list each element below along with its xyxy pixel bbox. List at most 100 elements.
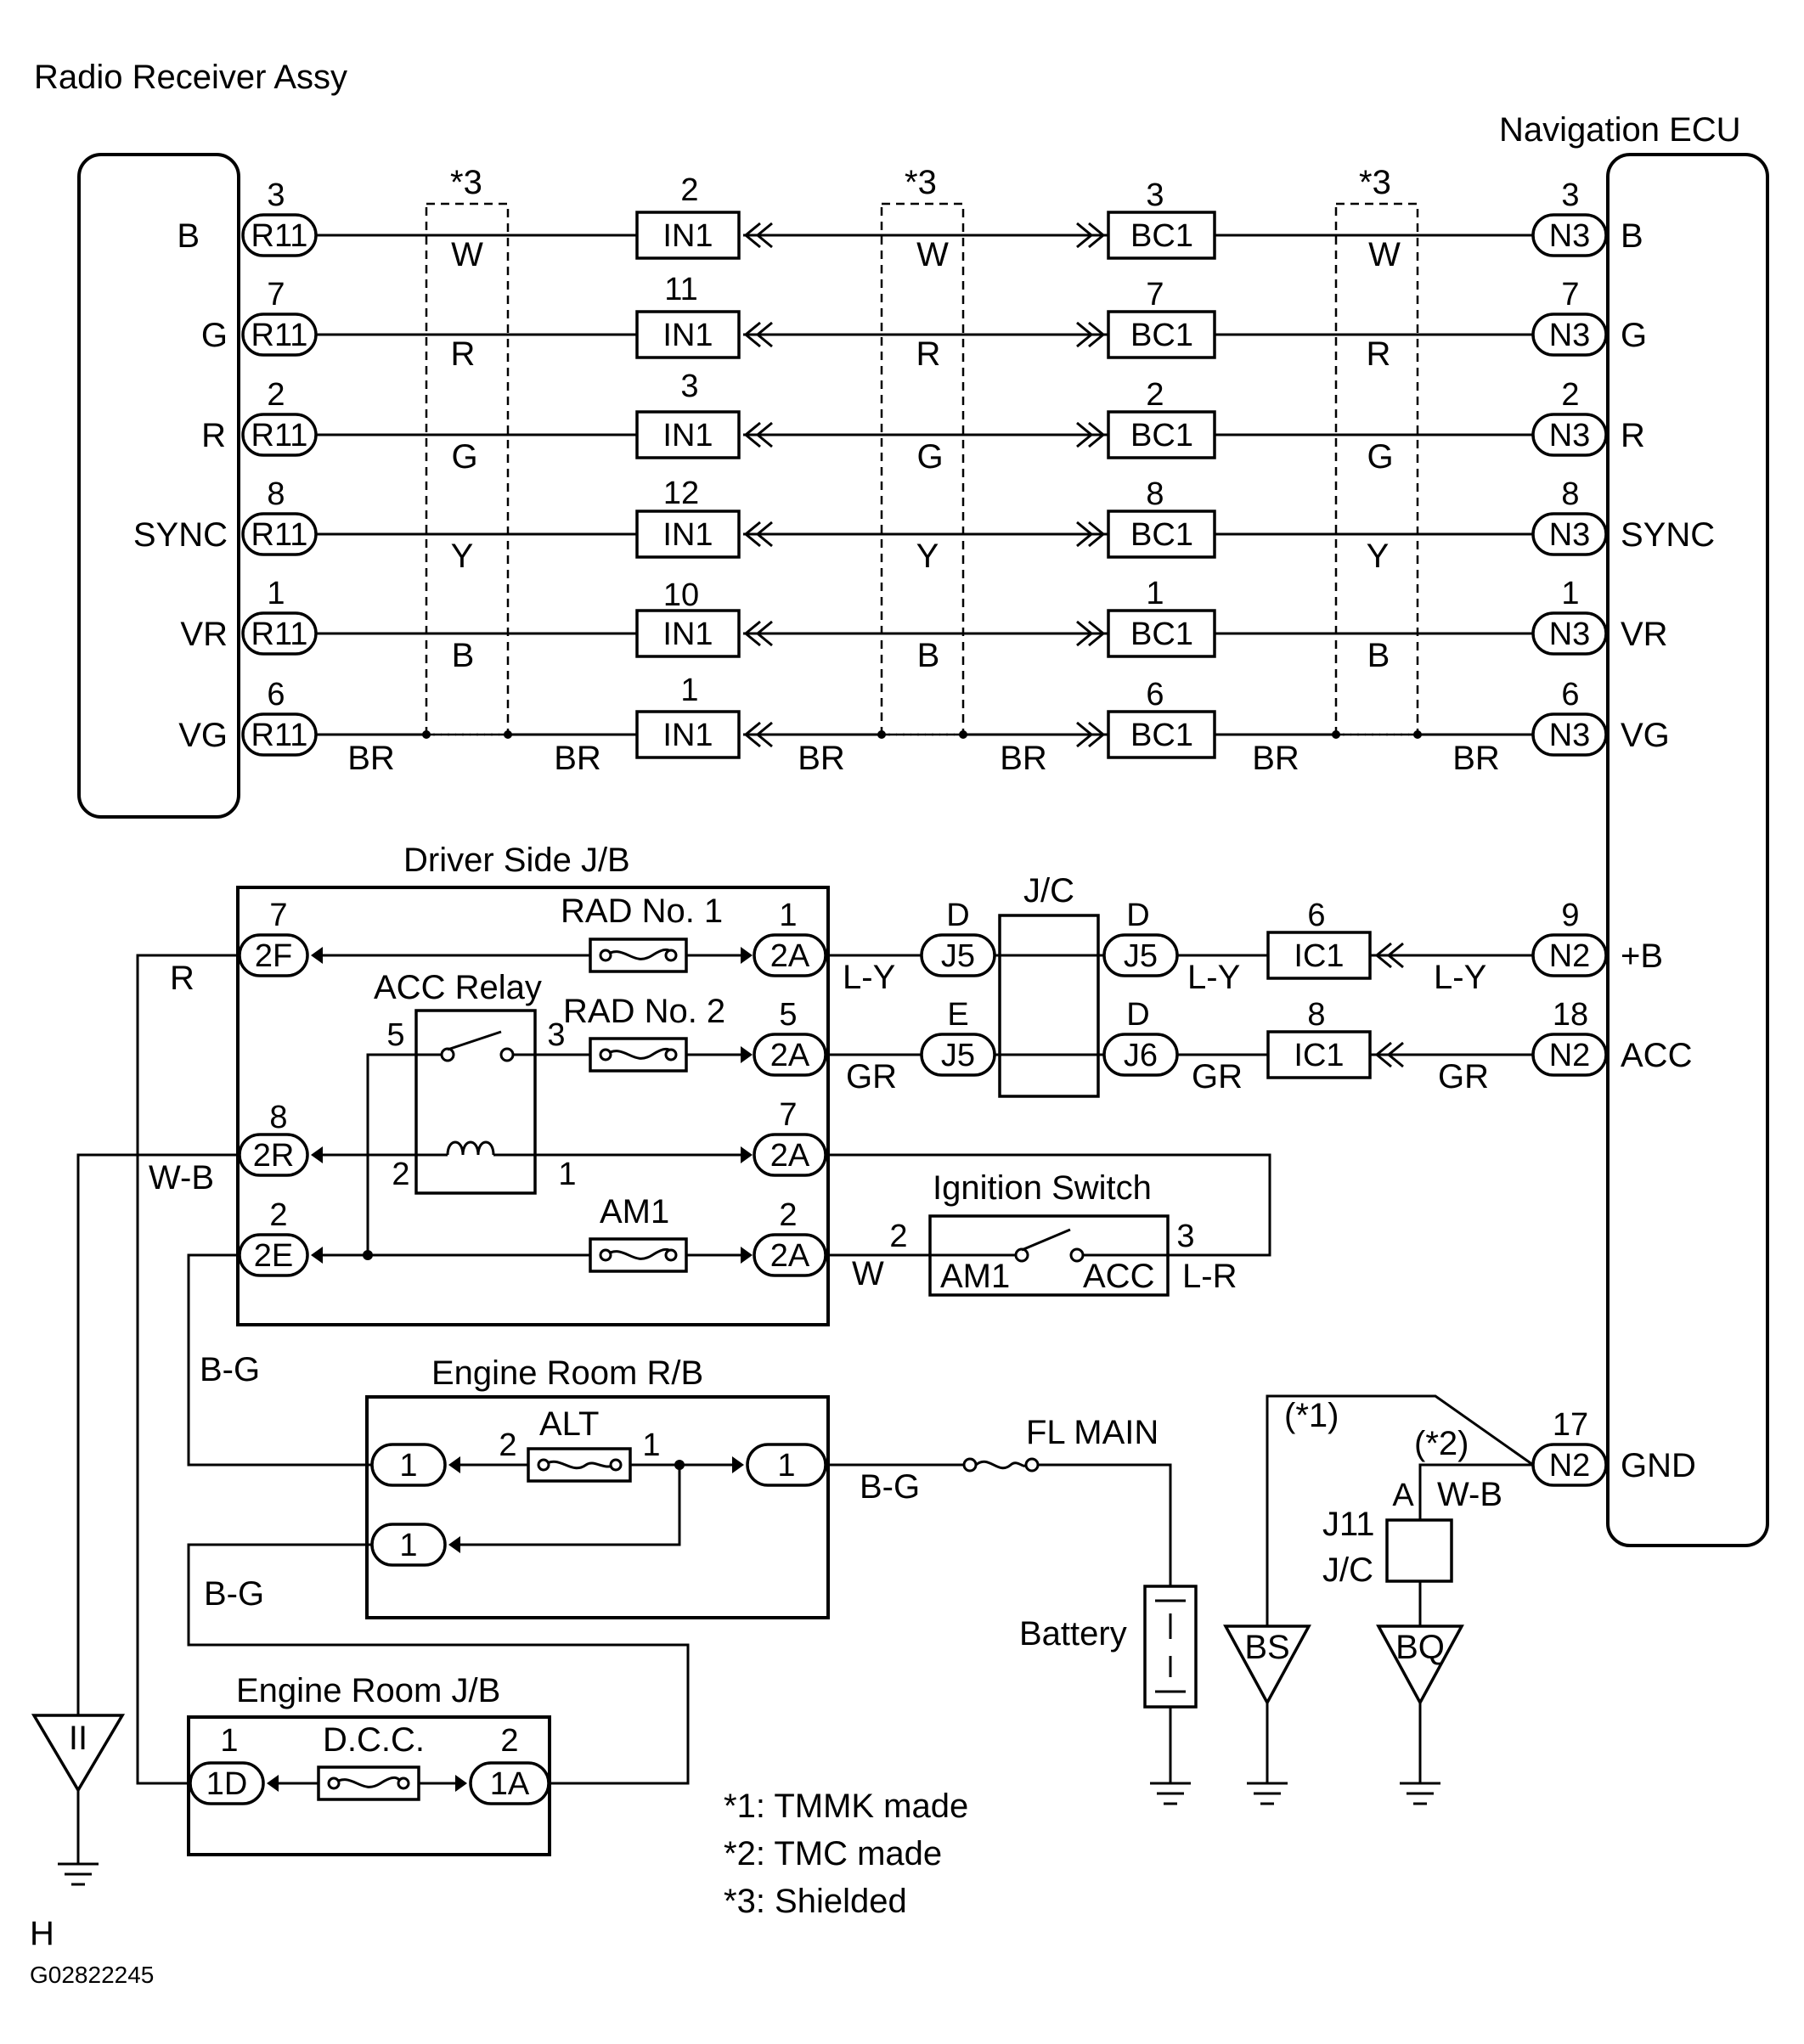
shield-label-1: *3 (450, 164, 482, 201)
ground-bs-label: BS (1244, 1629, 1289, 1666)
rad-no2-label: RAD No. 2 (563, 993, 725, 1030)
conn-1a: 1A (490, 1766, 530, 1802)
wire-color: BR (1000, 740, 1047, 777)
in1-pin: 2 (680, 172, 698, 208)
in1-connector: IN1 (662, 318, 713, 353)
conn-2f: 2F (255, 938, 292, 974)
r11-connector: R11 (251, 517, 308, 553)
left-terminal-r: R (201, 417, 226, 454)
wire-color: BR (1252, 740, 1299, 777)
n3-connector: N3 (1549, 718, 1591, 753)
in1-connector: IN1 (662, 517, 713, 553)
wire-color: W (451, 236, 483, 273)
bc1-connector: BC1 (1130, 617, 1193, 652)
bc1-connector: BC1 (1130, 418, 1193, 453)
wire-color: B (452, 637, 475, 674)
ign-term-am1: AM1 (940, 1258, 1010, 1295)
wire-w-label: W (852, 1255, 884, 1292)
n3-connector: N3 (1549, 218, 1591, 254)
wire-color: BR (1452, 740, 1500, 777)
jc-section: J/C D J5 E J5 D J5 D J6 L-Y GR 6 IC1 8 I… (920, 872, 1692, 1098)
navigation-ecu-title: Navigation ECU (1499, 111, 1741, 149)
bc1-connector: BC1 (1130, 517, 1193, 553)
right-terminal-g: G (1621, 317, 1647, 354)
wire-color: R (916, 335, 941, 373)
wire-gr-label: GR (1192, 1058, 1243, 1095)
wire-lr-label: L-R (1182, 1258, 1237, 1295)
notes: *1: TMMK made *2: TMC made *3: Shielded (724, 1788, 968, 1920)
bc1-pin: 6 (1146, 677, 1164, 712)
radio-receiver-title: Radio Receiver Assy (34, 59, 347, 96)
n3-connector: N3 (1549, 418, 1591, 453)
note-line-2: *2: TMC made (724, 1835, 942, 1872)
wire-bg-label: B-G (204, 1575, 264, 1613)
bc1-pin: 8 (1146, 476, 1164, 512)
pin-2r: 8 (269, 1100, 287, 1135)
wire-color: G (916, 438, 943, 476)
left-terminal-vr: VR (180, 616, 228, 653)
ecu-term-plus-b: +B (1621, 938, 1663, 975)
signal-row-sync: SYNC 8 R11 Y 12 IN1 Y 8 BC1 Y 8 N3 SYNC (133, 476, 1715, 575)
pin-2a-7: 7 (779, 1097, 797, 1133)
ground-ii: II (31, 1714, 126, 1886)
dcc-pin-1: 1 (220, 1723, 238, 1759)
engine-room-rb: Engine Room R/B 1 1 1 ALT 2 1 (365, 1354, 830, 1619)
n3-connector: N3 (1549, 318, 1591, 353)
note-tmc-ref: (*2) (1414, 1425, 1469, 1462)
ecu-term-acc: ACC (1621, 1037, 1692, 1074)
n2-pin-17: 17 (1553, 1407, 1588, 1443)
engine-room-jb-title: Engine Room J/B (236, 1672, 500, 1709)
acc-relay-label: ACC Relay (374, 969, 542, 1006)
battery-label: Battery (1019, 1615, 1127, 1653)
j11-pin-a: A (1392, 1478, 1414, 1513)
radio-receiver-body (77, 153, 240, 819)
in1-pin: 11 (664, 272, 697, 307)
conn-2a: 2A (770, 1038, 810, 1073)
bg-wire-to-jb: B-G (187, 1543, 690, 1785)
engine-room-rb-title: Engine Room R/B (431, 1354, 703, 1392)
signal-row-vg: VG 6 R11 BR BR 1 IN1 BR BR 6 BC1 BR BR 6… (178, 673, 1670, 777)
conn-2a: 2A (770, 938, 810, 974)
alt-pin-2: 2 (499, 1427, 516, 1463)
wire-color: Y (916, 538, 939, 575)
gnd-section: 17 N2 GND (*1) (*2) A W-B J11 J/C BS BQ (1223, 1394, 1696, 1805)
wire-ly-label: L-Y (843, 959, 895, 996)
n2-pin-18: 18 (1553, 997, 1588, 1033)
relay-pin-3: 3 (547, 1017, 565, 1053)
relay-pin-5: 5 (386, 1017, 404, 1053)
right-terminal-vg: VG (1621, 717, 1670, 754)
r11-connector: R11 (251, 617, 308, 652)
wire-color: G (451, 438, 477, 476)
signal-row-g: G 7 R11 R 11 IN1 R 7 BC1 R 7 N3 G (201, 272, 1647, 373)
j5-pin-d: D (946, 898, 969, 933)
note-tmmk-ref: (*1) (1284, 1397, 1339, 1434)
rad2-pin: 5 (779, 997, 797, 1033)
n3-pin: 6 (1561, 677, 1579, 712)
ic1-connector: IC1 (1294, 938, 1344, 974)
fl-main-label: FL MAIN (1026, 1414, 1159, 1451)
bc1-pin: 2 (1146, 377, 1164, 413)
ic1-connector: IC1 (1294, 1038, 1344, 1073)
r11-pin: 6 (267, 677, 285, 712)
alt-fuse-label: ALT (539, 1405, 599, 1443)
wire-wb-label: W-B (149, 1159, 214, 1197)
wire-bg-label: B-G (860, 1468, 920, 1506)
right-terminal-r: R (1621, 417, 1645, 454)
in1-pin: 12 (663, 476, 699, 511)
wire-color: Y (451, 538, 474, 575)
rb-conn-1: 1 (399, 1448, 417, 1484)
left-terminal-b: B (177, 217, 200, 255)
signal-row-b: B 3 R11 W 2 IN1 W 3 BC1 W 3 N3 B (177, 172, 1643, 273)
j11-jc-label: J/C (1322, 1551, 1373, 1589)
in1-pin: 1 (680, 673, 698, 708)
n3-pin: 1 (1561, 576, 1579, 611)
j5-connector: J5 (941, 1038, 975, 1073)
bc1-connector: BC1 (1130, 718, 1193, 753)
in1-connector: IN1 (662, 418, 713, 453)
footer-letter: H (30, 1915, 54, 1952)
wire-color: G (1367, 438, 1393, 476)
note-line-1: *1: TMMK made (724, 1788, 968, 1825)
n3-connector: N3 (1549, 617, 1591, 652)
n2-connector: N2 (1549, 938, 1591, 974)
